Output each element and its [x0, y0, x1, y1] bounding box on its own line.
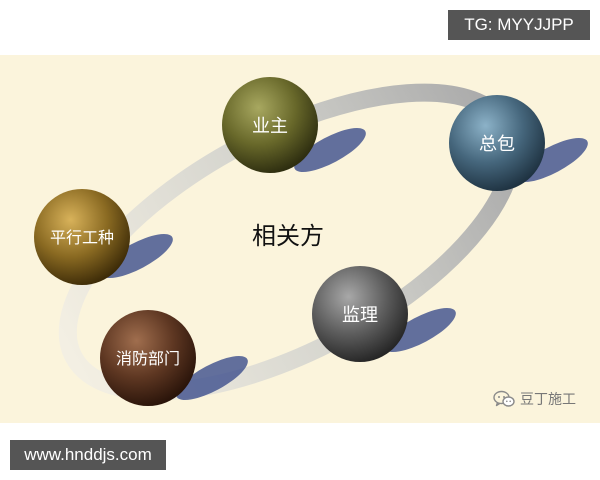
wechat-icon [493, 390, 515, 407]
brand-label: 豆丁施工 [520, 392, 576, 408]
node-fire-department-label: 消防部门 [116, 349, 180, 368]
node-parallel-trades: 平行工种 [34, 189, 130, 285]
node-general-contractor: 总包 [449, 95, 545, 191]
node-fire-department: 消防部门 [100, 310, 196, 406]
center-label: 相关方 [252, 222, 324, 250]
node-owner-label: 业主 [252, 116, 288, 137]
brand-signature: 豆丁施工 [493, 389, 576, 409]
node-supervision: 监理 [312, 266, 408, 362]
node-general-contractor-label: 总包 [479, 134, 515, 155]
node-owner: 业主 [222, 77, 318, 173]
watermark-bottom: www.hnddjs.com [10, 440, 166, 470]
node-supervision-label: 监理 [342, 305, 378, 326]
node-parallel-trades-label: 平行工种 [50, 228, 114, 247]
watermark-top: TG: MYYJJPP [448, 10, 590, 40]
